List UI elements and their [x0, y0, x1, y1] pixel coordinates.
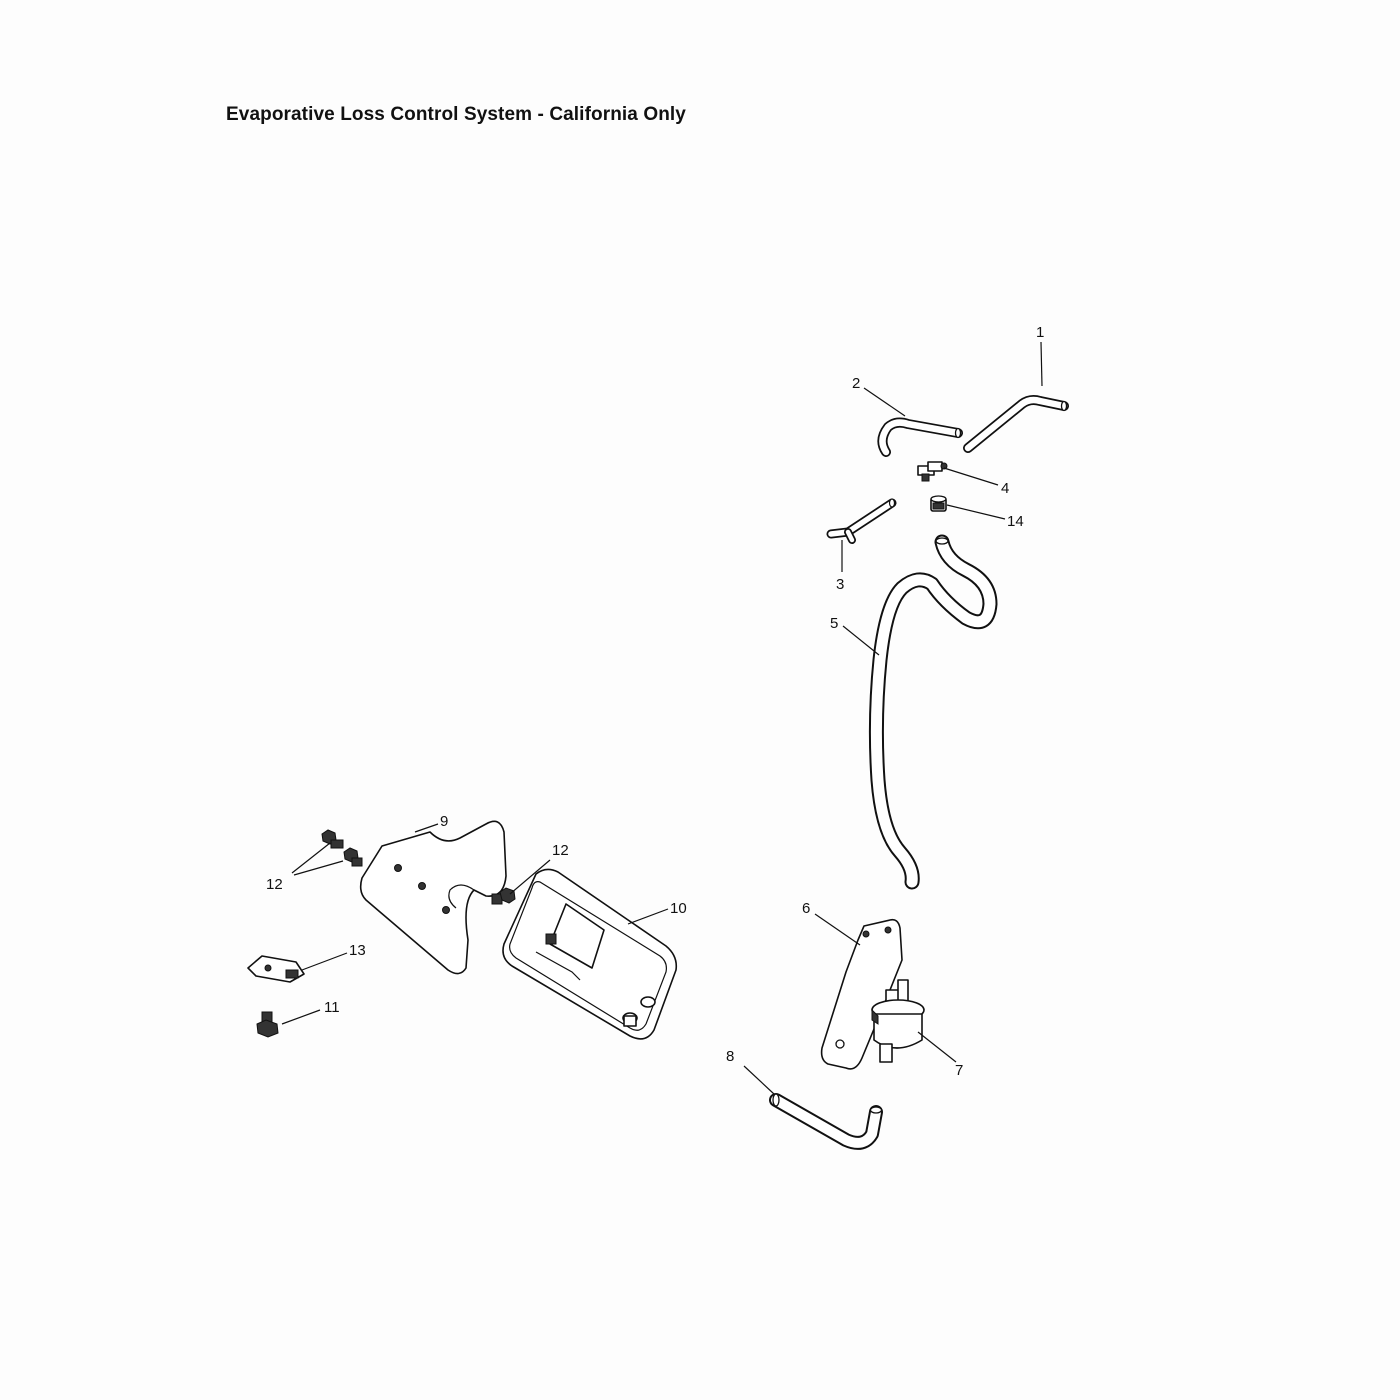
hose-part-2: [877, 417, 963, 457]
bracket-part-9: [359, 820, 507, 975]
leader-line-12a-2: [293, 860, 344, 876]
clip-part-13: [247, 955, 305, 983]
tee-fitting-part-4: [917, 461, 948, 482]
callout-12-left: 12: [266, 876, 283, 893]
leader-line-4: [943, 467, 999, 486]
bolt-part-11: [256, 1011, 279, 1038]
leader-line-6: [814, 913, 861, 946]
callout-14: 14: [1007, 513, 1024, 530]
leader-line-12b: [509, 859, 551, 895]
hose-part-1: [963, 395, 1069, 453]
leader-line-10: [627, 908, 669, 925]
callout-8: 8: [726, 1048, 734, 1065]
hose-part-8: [769, 1093, 883, 1150]
leader-line-5: [842, 625, 880, 656]
leader-line-9: [414, 823, 439, 833]
bolt-part-12-left: [321, 829, 363, 867]
page-title: Evaporative Loss Control System - Califo…: [226, 104, 686, 125]
callout-2: 2: [852, 375, 860, 392]
callout-5: 5: [830, 615, 838, 632]
purge-valve-part-7: [871, 979, 925, 1063]
leader-line-1: [1040, 341, 1043, 387]
callout-13: 13: [349, 942, 366, 959]
callout-6: 6: [802, 900, 810, 917]
leader-line-12a-1: [291, 842, 331, 874]
callout-10: 10: [670, 900, 687, 917]
leader-line-11: [281, 1009, 321, 1025]
callout-7: 7: [955, 1062, 963, 1079]
callout-12-right: 12: [552, 842, 569, 859]
callout-9: 9: [440, 813, 448, 830]
callout-11: 11: [324, 999, 340, 1016]
leader-line-8: [743, 1065, 775, 1095]
canister-part-10: [502, 868, 678, 1040]
leader-line-7: [917, 1031, 957, 1063]
leader-line-13: [301, 952, 348, 971]
hose-part-3: [826, 498, 897, 544]
cap-part-14: [930, 495, 947, 512]
callout-1: 1: [1036, 324, 1044, 341]
callout-4: 4: [1001, 480, 1009, 497]
callout-3: 3: [836, 576, 844, 593]
leader-line-14: [946, 504, 1006, 520]
leader-line-2: [863, 387, 906, 417]
bolt-part-12-right: [491, 887, 516, 905]
valve-bracket-part-6: [820, 918, 903, 1070]
hose-part-5: [868, 534, 998, 890]
